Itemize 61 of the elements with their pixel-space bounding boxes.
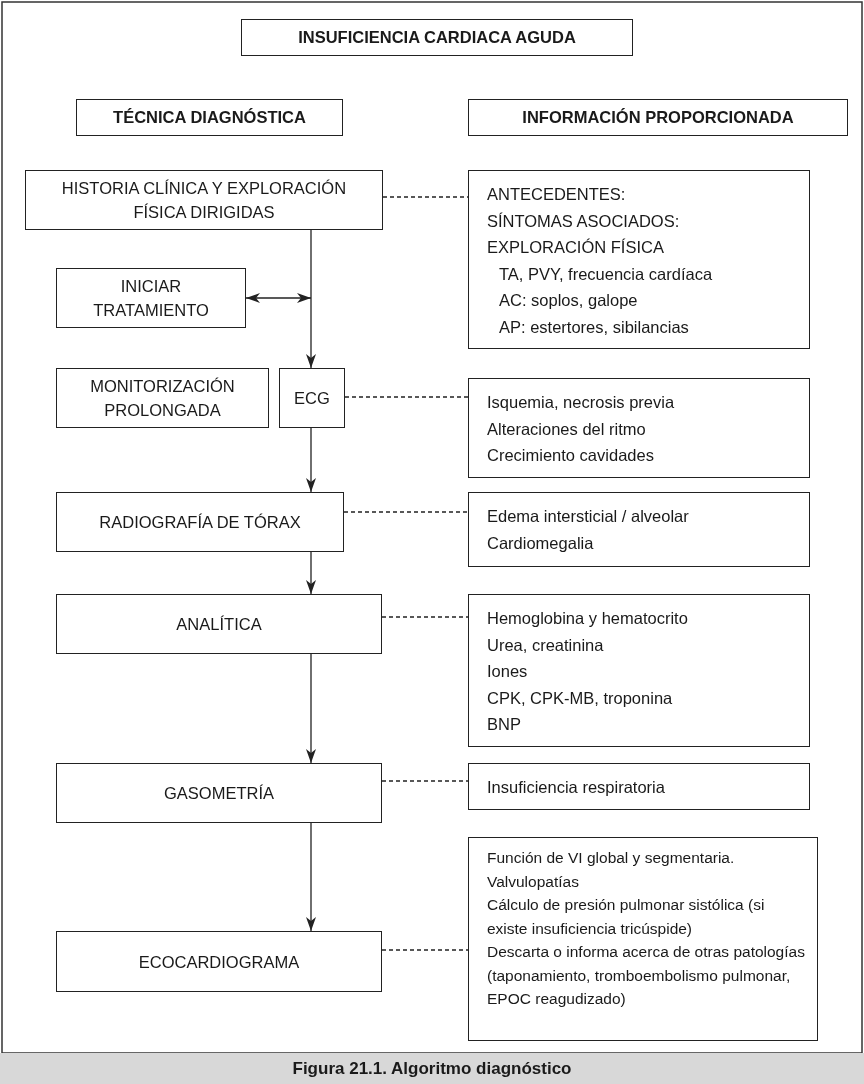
info-text: Edema intersticial / alveolar [487,506,690,527]
heading: INFORMACIÓN PROPORCIONADA [522,108,794,127]
heading-box [241,19,633,56]
info-box [468,837,818,1041]
box-label: HISTORIA CLÍNICA Y EXPLORACIÓN FÍSICA DIRIGIDAS [60,178,348,223]
info-text: Descarta o informa acerca de otras patologías (taponamiento, tromboembolismo pulmonar, EPOC reagudizado) [487,942,806,1009]
caption: Figura 21.1. Algoritmo diagnóstico [292,1058,572,1079]
box-label: MONITORIZACIÓN PROLONGADA [89,376,236,421]
info-box [468,378,810,478]
dashed-connector [381,780,469,782]
info-box [468,763,810,810]
process-box [25,170,383,230]
arrow [306,822,316,932]
process-box [56,492,344,552]
info-text: Crecimiento cavidades [487,445,655,466]
info-box [468,594,810,747]
info-box [468,170,810,349]
info-text: AC: soplos, galope [498,290,639,311]
info-text: Hemoglobina y hematocrito [487,608,689,629]
box-label: ECG [294,388,330,409]
process-box [279,368,345,428]
info-text: CPK, CPK-MB, troponina [487,687,674,709]
heading-box [468,99,848,136]
dashed-connector [344,396,469,398]
info-text: BNP [487,714,522,735]
info-text: Cálculo de presión pulmonar sistólica (si existe insuficiencia tricúspide) [487,895,766,939]
heading: INSUFICIENCIA CARDIACA AGUDA [298,28,576,47]
heading-box [76,99,343,136]
info-text: SÍNTOMAS ASOCIADOS: [487,210,681,232]
dashed-connector [381,949,469,951]
info-text: Función de VI global y segmentaria. [487,848,736,868]
arrow [306,427,316,493]
process-box [56,594,382,654]
process-box [56,368,269,428]
process-box [56,268,246,328]
info-text: Iones [487,661,529,682]
info-text: Isquemia, necrosis previa [487,392,676,413]
process-box [56,931,382,992]
box-label: RADIOGRAFÍA DE TÓRAX [99,512,301,533]
info-text: Alteraciones del ritmo [487,418,647,440]
dashed-connector [343,511,469,513]
info-text: TA, PVY, frecuencia cardíaca [498,263,714,285]
box-label: INICIAR TRATAMIENTO [92,276,210,321]
arrow [306,653,316,764]
arrow [306,229,316,369]
box-label: GASOMETRÍA [164,783,274,804]
process-box [56,763,382,823]
info-text: AP: estertores, sibilancias [498,316,690,338]
info-text: EXPLORACIÓN FÍSICA [487,237,665,258]
box-label: ANALÍTICA [176,614,262,635]
info-text: Insuficiencia respiratoria [487,777,666,798]
box-label: ECOCARDIOGRAMA [138,951,300,973]
info-text: Valvulopatías [487,871,580,892]
arrow [245,293,312,303]
info-box [468,492,810,567]
info-text: Cardiomegalia [487,532,595,554]
arrow [306,551,316,595]
info-text: Urea, creatinina [487,634,605,656]
info-text: ANTECEDENTES: [487,184,627,205]
heading: TÉCNICA DIAGNÓSTICA [113,108,306,127]
dashed-connector [381,616,469,618]
